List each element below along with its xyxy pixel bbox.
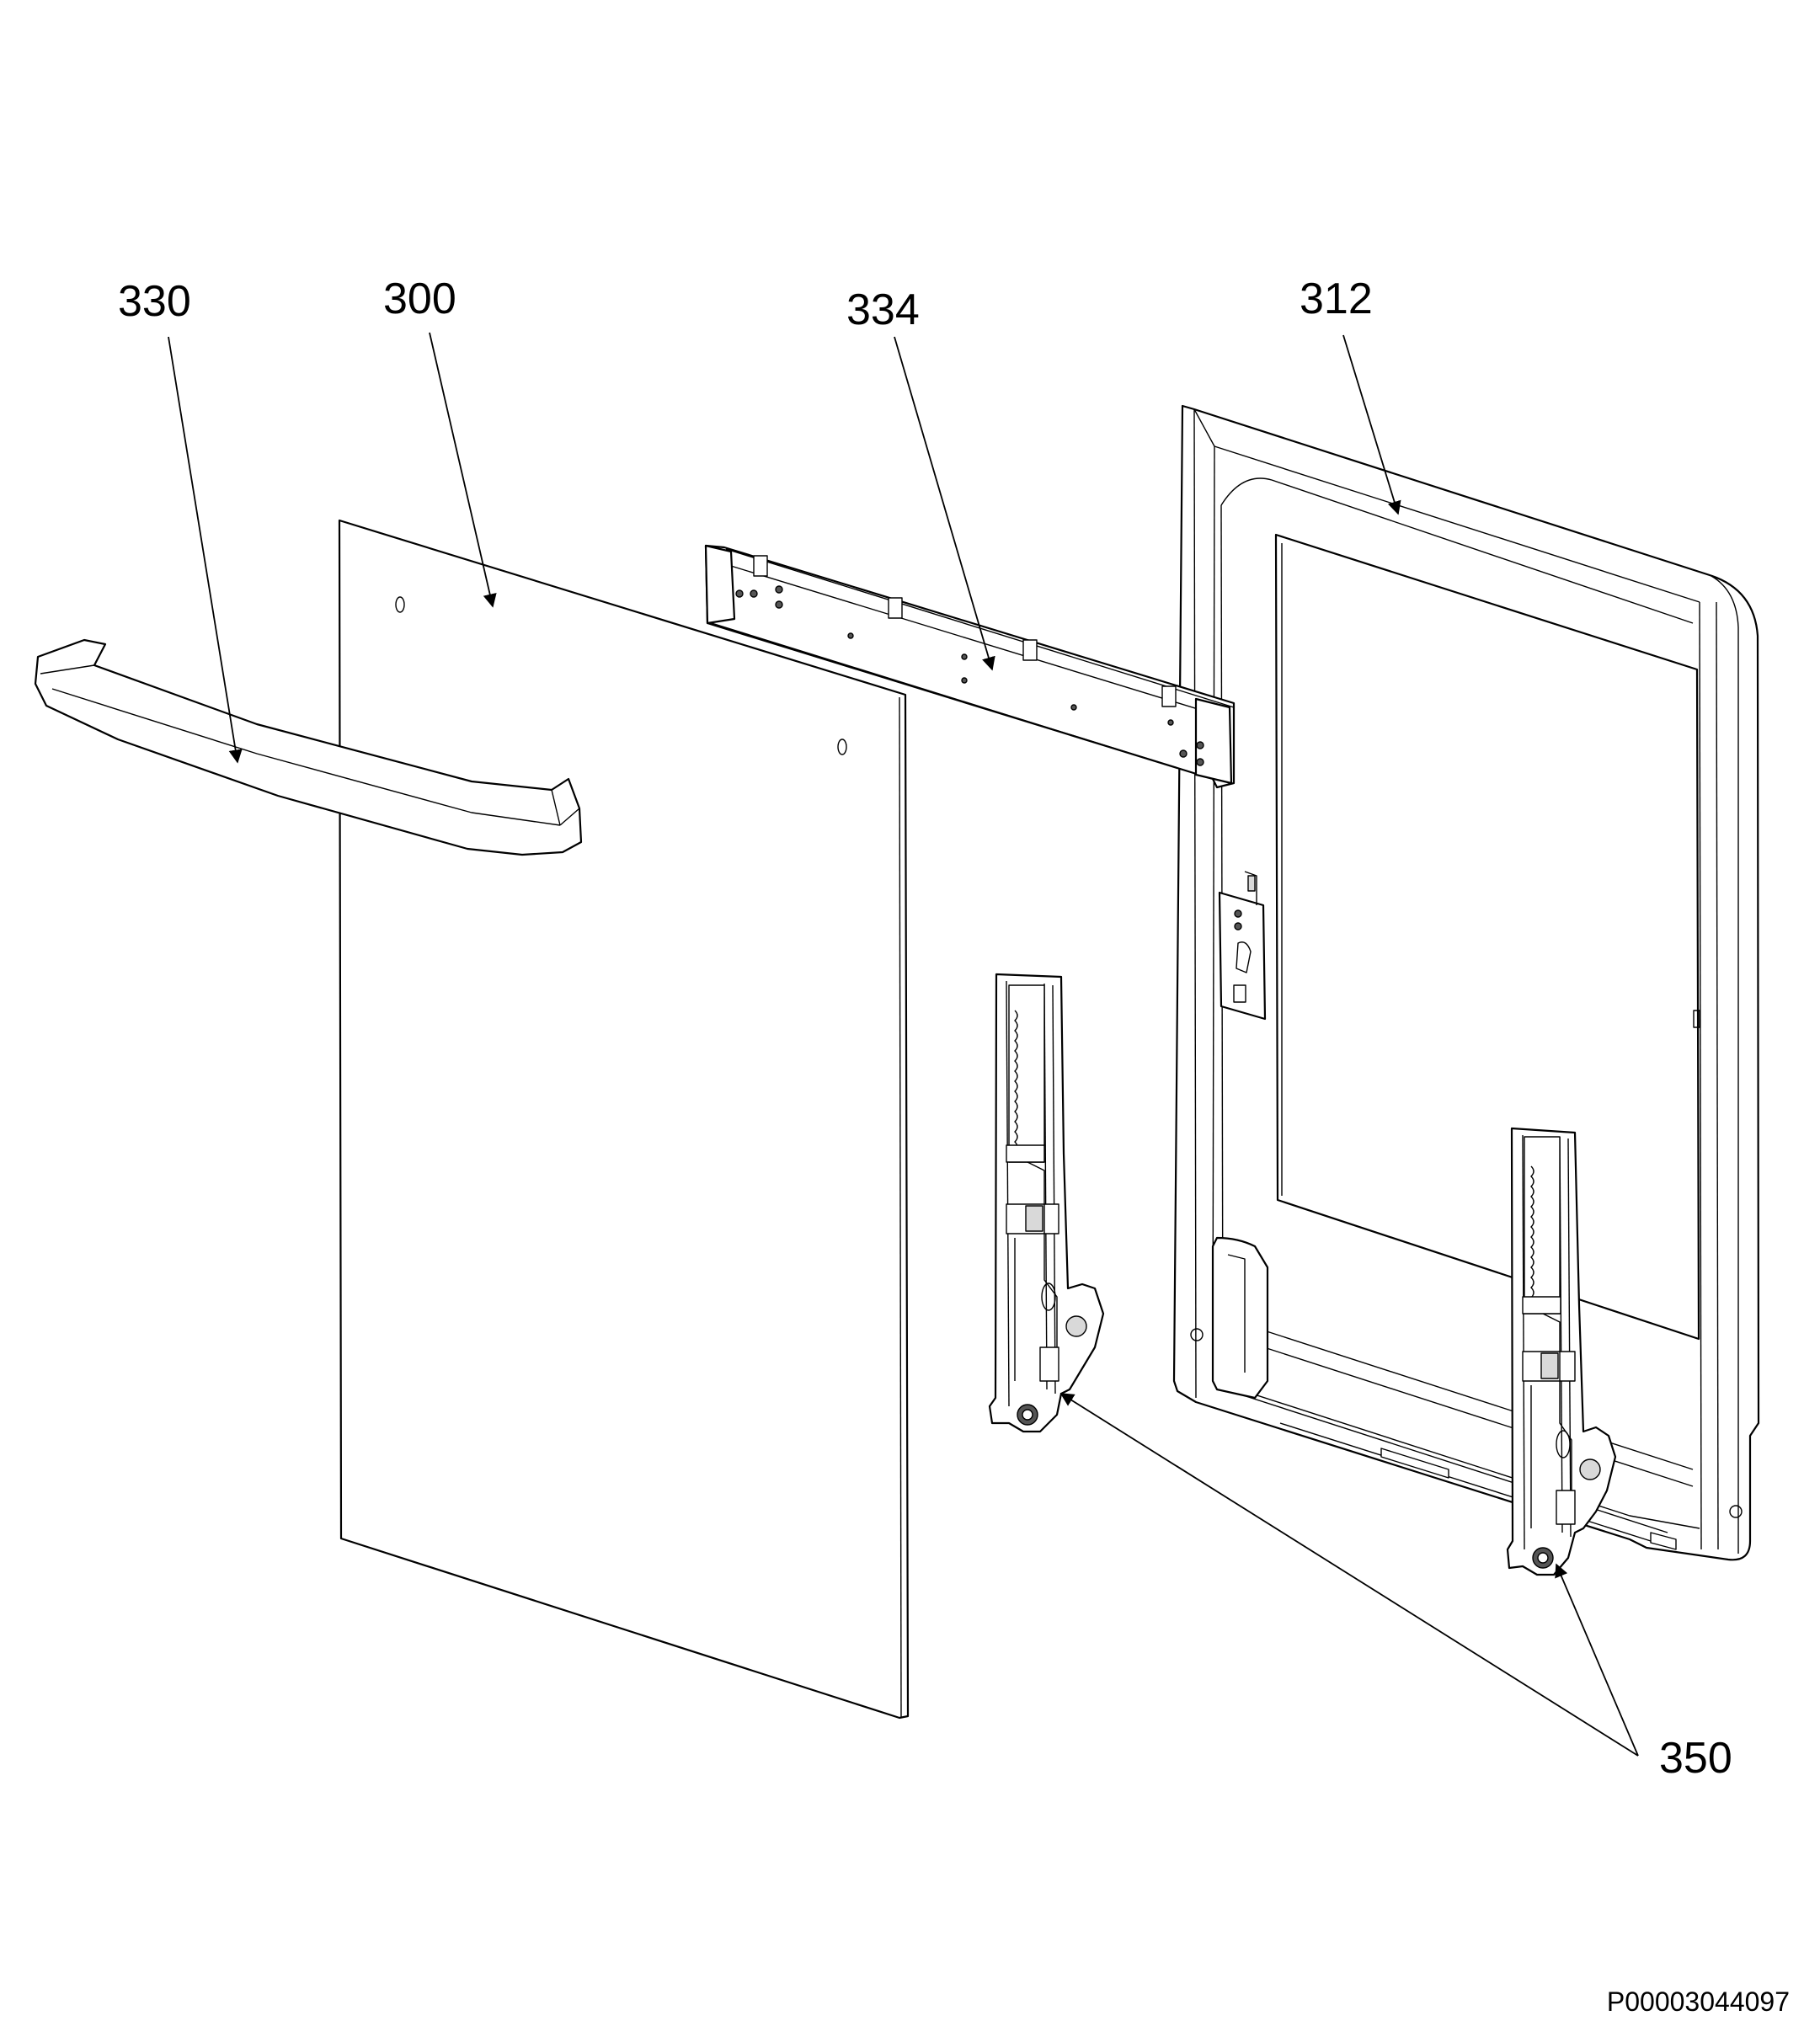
door-hinge-right [1506,1127,1617,1576]
leader-350-b [1555,1563,1639,1757]
leader-312 [1342,334,1401,515]
outer-glass-panel [338,519,910,1720]
leader-350-a [1059,1393,1639,1757]
leader-334 [894,336,995,671]
door-hinge-left [988,973,1105,1433]
document-id: P00003044097 [1607,1986,1790,2017]
top-profile-bracket [704,544,1236,789]
leader-lines [168,332,1639,1757]
part-label-300: 300 [383,275,456,323]
part-label-350: 350 [1659,1734,1732,1783]
leader-330 [168,336,243,764]
part-label-334: 334 [846,285,920,334]
handle [34,638,583,856]
inner-door-frame [1172,404,1760,1561]
part-label-312: 312 [1300,275,1373,323]
leader-300 [429,332,497,608]
part-label-330: 330 [118,277,191,326]
